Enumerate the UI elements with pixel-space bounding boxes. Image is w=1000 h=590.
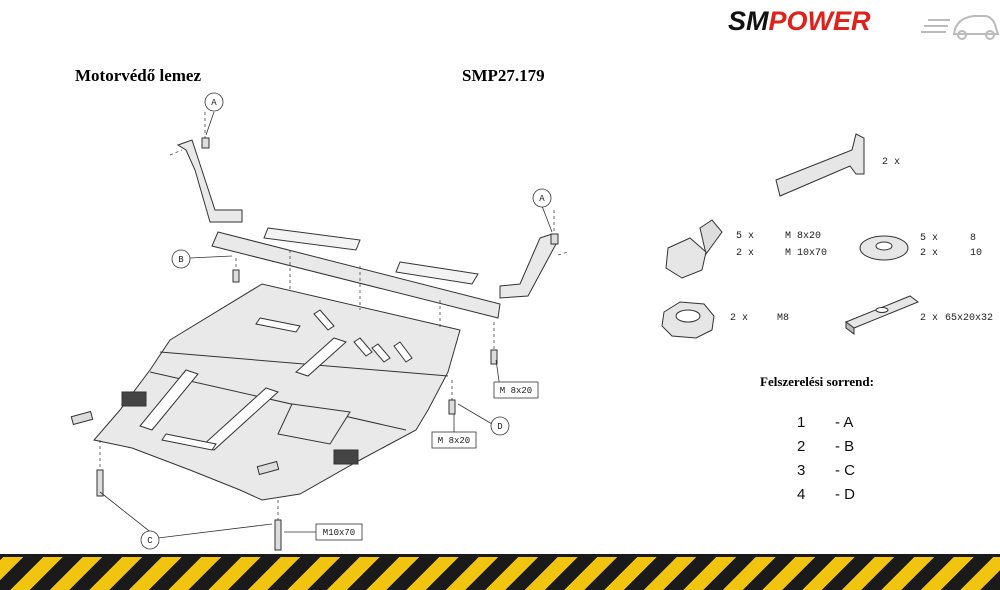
callout-a1-text: A xyxy=(211,98,217,108)
brand-power: POWER xyxy=(768,6,871,36)
document-title: Motorvédő lemez xyxy=(75,66,202,85)
right-bracket xyxy=(499,233,557,299)
part-nut-icon xyxy=(661,301,715,339)
step-label: - B xyxy=(835,438,855,455)
label-box-m10x70 xyxy=(315,523,363,541)
step-number: 1 xyxy=(797,414,806,431)
washer-qty-1: 5 x xyxy=(920,233,939,244)
label-m8x20-right: M 8x20 xyxy=(500,386,532,396)
callout-d xyxy=(490,416,510,436)
car-silhouette-icon xyxy=(921,15,1000,40)
step-label: - D xyxy=(835,486,855,503)
sequence-step: 1 - A xyxy=(797,414,853,431)
step-number: 3 xyxy=(797,462,806,479)
bolt-qty-1: 5 x xyxy=(736,231,755,242)
plate-size: 65x20x32 xyxy=(945,313,994,324)
nut-size: M8 xyxy=(777,313,790,324)
callout-d-text: D xyxy=(497,422,502,432)
brand-sm: SM xyxy=(728,6,769,36)
callout-a1 xyxy=(204,92,224,112)
part-bolt-icon xyxy=(665,219,723,279)
callout-b xyxy=(171,249,191,269)
callout-a2-text: A xyxy=(539,194,545,204)
part-washer-icon xyxy=(859,235,909,261)
label-m10x70: M10x70 xyxy=(323,528,355,538)
washer-size-1: 8 xyxy=(970,233,977,244)
cross-rail xyxy=(211,231,501,319)
sequence-step: 2 - B xyxy=(797,438,854,455)
part-plate-icon xyxy=(844,295,920,335)
washer-qty-2: 2 x xyxy=(920,248,939,259)
brand-wordmark: SMPOWER xyxy=(728,6,871,37)
left-bracket xyxy=(176,139,243,223)
label-box-m8x20-right xyxy=(493,381,539,399)
callout-b-text: B xyxy=(178,255,184,265)
washer-size-2: 10 xyxy=(970,248,983,259)
bolt-size-2: M 10x70 xyxy=(785,248,828,259)
bolt-qty-2: 2 x xyxy=(736,248,755,259)
part-bracket-icon xyxy=(775,133,865,197)
hazard-stripe-border xyxy=(0,554,1000,558)
product-code: SMP27.179 xyxy=(462,66,545,85)
bolt-size-1: M 8x20 xyxy=(785,231,822,242)
sequence-step: 3 - C xyxy=(797,462,855,479)
bracket-qty: 2 x xyxy=(882,157,901,168)
plate-qty: 2 x xyxy=(920,313,939,324)
step-number: 4 xyxy=(797,486,806,503)
sequence-step: 4 - D xyxy=(797,486,855,503)
callout-c-text: C xyxy=(147,536,153,546)
hazard-stripe xyxy=(0,557,1000,590)
callout-a2 xyxy=(532,188,552,208)
callout-c xyxy=(140,530,160,550)
step-label: - C xyxy=(835,462,855,479)
nut-qty: 2 x xyxy=(730,313,749,324)
brand-logo: SMPOWER xyxy=(728,4,1000,44)
label-m8x20-center: M 8x20 xyxy=(438,436,470,446)
label-box-m8x20-center xyxy=(431,431,477,449)
step-label: - A xyxy=(835,414,854,431)
sequence-title: Felszerelési sorrend: xyxy=(760,374,874,389)
step-number: 2 xyxy=(797,438,806,455)
